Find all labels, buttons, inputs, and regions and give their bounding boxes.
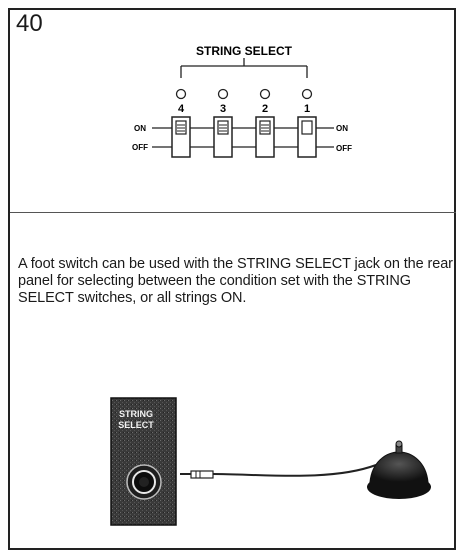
jack-center [139, 477, 149, 487]
on-label-right: ON [336, 124, 348, 133]
switch-number-4: 4 [178, 103, 185, 115]
led-indicator [259, 88, 271, 100]
switch-number-3: 3 [220, 103, 226, 115]
foot-switch-cap [395, 440, 403, 448]
plug-body [190, 470, 214, 479]
diagram-title: STRING SELECT [196, 44, 293, 58]
page-number: 40 [16, 10, 43, 37]
switch-number-1: 1 [304, 103, 310, 115]
page-frame [8, 8, 456, 550]
rear-panel [110, 397, 177, 526]
led-indicator [301, 88, 313, 100]
off-label-right: OFF [336, 144, 352, 153]
cable [212, 464, 377, 477]
led-indicator [175, 88, 187, 100]
section-divider [10, 212, 456, 213]
string-select-diagram: STRING SELECT 4 3 2 1 ON OFF ON OFF [132, 44, 352, 158]
switch-lever [301, 120, 313, 135]
led-indicator [217, 88, 229, 100]
panel-label-select: SELECT [118, 420, 154, 430]
body-paragraph: A foot switch can be used with the STRIN… [18, 256, 453, 306]
on-label-left: ON [134, 124, 146, 133]
foot-switch-body [369, 451, 429, 483]
off-label-left: OFF [132, 143, 148, 152]
switch-number-2: 2 [262, 103, 268, 115]
panel-label-string: STRING [119, 409, 153, 419]
